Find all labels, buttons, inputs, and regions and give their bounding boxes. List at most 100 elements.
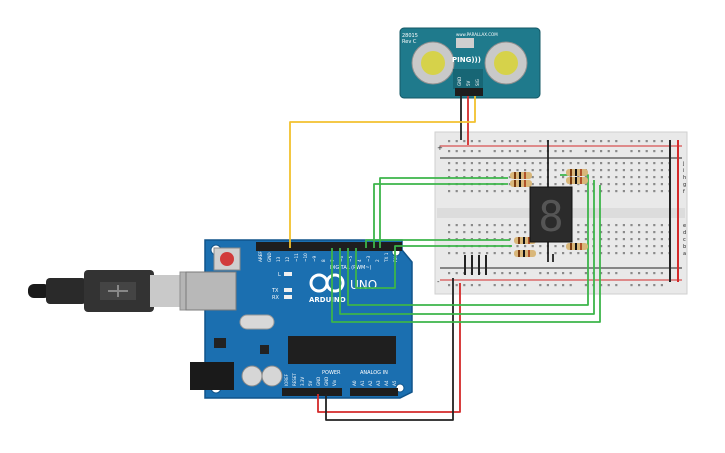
breadboard-hole[interactable] bbox=[478, 162, 481, 165]
breadboard-hole[interactable] bbox=[455, 150, 458, 153]
breadboard-hole[interactable] bbox=[607, 224, 610, 227]
breadboard-hole[interactable] bbox=[569, 272, 572, 275]
breadboard-hole[interactable] bbox=[638, 252, 641, 255]
breadboard-hole[interactable] bbox=[653, 176, 656, 179]
breadboard-hole[interactable] bbox=[463, 231, 466, 234]
breadboard-hole[interactable] bbox=[660, 176, 663, 179]
breadboard-hole[interactable] bbox=[600, 140, 603, 143]
breadboard-hole[interactable] bbox=[600, 245, 603, 248]
breadboard-hole[interactable] bbox=[638, 284, 641, 287]
breadboard-hole[interactable] bbox=[470, 224, 473, 227]
breadboard-hole[interactable] bbox=[524, 272, 527, 275]
breadboard-hole[interactable] bbox=[508, 162, 511, 165]
breadboard-hole[interactable] bbox=[554, 284, 557, 287]
breadboard-hole[interactable] bbox=[508, 183, 511, 186]
breadboard-hole[interactable] bbox=[516, 140, 519, 143]
breadboard-hole[interactable] bbox=[577, 162, 580, 165]
breadboard-hole[interactable] bbox=[516, 272, 519, 275]
breadboard-hole[interactable] bbox=[584, 231, 587, 234]
breadboard-hole[interactable] bbox=[508, 252, 511, 255]
breadboard-hole[interactable] bbox=[615, 224, 618, 227]
breadboard-hole[interactable] bbox=[448, 150, 451, 153]
breadboard-hole[interactable] bbox=[653, 150, 656, 153]
breadboard-hole[interactable] bbox=[638, 224, 641, 227]
breadboard-hole[interactable] bbox=[508, 176, 511, 179]
breadboard-hole[interactable] bbox=[470, 140, 473, 143]
breadboard-hole[interactable] bbox=[539, 272, 542, 275]
breadboard-hole[interactable] bbox=[600, 284, 603, 287]
breadboard-hole[interactable] bbox=[455, 284, 458, 287]
breadboard-hole[interactable] bbox=[577, 183, 580, 186]
breadboard-hole[interactable] bbox=[607, 150, 610, 153]
breadboard-hole[interactable] bbox=[607, 183, 610, 186]
breadboard-hole[interactable] bbox=[600, 169, 603, 172]
breadboard-hole[interactable] bbox=[531, 169, 534, 172]
breadboard-hole[interactable] bbox=[622, 245, 625, 248]
breadboard-hole[interactable] bbox=[660, 231, 663, 234]
breadboard-hole[interactable] bbox=[478, 224, 481, 227]
breadboard-hole[interactable] bbox=[501, 224, 504, 227]
breadboard-hole[interactable] bbox=[607, 190, 610, 193]
breadboard-hole[interactable] bbox=[615, 245, 618, 248]
breadboard-hole[interactable] bbox=[638, 190, 641, 193]
breadboard-hole[interactable] bbox=[630, 190, 633, 193]
breadboard-hole[interactable] bbox=[478, 231, 481, 234]
breadboard-hole[interactable] bbox=[630, 224, 633, 227]
breadboard-hole[interactable] bbox=[584, 252, 587, 255]
breadboard-hole[interactable] bbox=[531, 176, 534, 179]
breadboard-hole[interactable] bbox=[546, 272, 549, 275]
breadboard-hole[interactable] bbox=[577, 231, 580, 234]
breadboard-hole[interactable] bbox=[478, 150, 481, 153]
breadboard-hole[interactable] bbox=[645, 190, 648, 193]
breadboard-hole[interactable] bbox=[493, 224, 496, 227]
breadboard-hole[interactable] bbox=[638, 169, 641, 172]
breadboard-hole[interactable] bbox=[493, 231, 496, 234]
breadboard-hole[interactable] bbox=[524, 224, 527, 227]
breadboard-hole[interactable] bbox=[622, 224, 625, 227]
breadboard-hole[interactable] bbox=[615, 231, 618, 234]
breadboard-hole[interactable] bbox=[630, 252, 633, 255]
breadboard-hole[interactable] bbox=[448, 284, 451, 287]
breadboard-hole[interactable] bbox=[516, 284, 519, 287]
breadboard-hole[interactable] bbox=[501, 150, 504, 153]
breadboard-hole[interactable] bbox=[600, 150, 603, 153]
breadboard-hole[interactable] bbox=[645, 238, 648, 241]
breadboard-hole[interactable] bbox=[577, 252, 580, 255]
breadboard-hole[interactable] bbox=[493, 169, 496, 172]
breadboard-hole[interactable] bbox=[501, 284, 504, 287]
breadboard-hole[interactable] bbox=[638, 272, 641, 275]
breadboard-hole[interactable] bbox=[569, 284, 572, 287]
breadboard-hole[interactable] bbox=[622, 190, 625, 193]
breadboard-hole[interactable] bbox=[600, 183, 603, 186]
breadboard-hole[interactable] bbox=[615, 140, 618, 143]
breadboard-hole[interactable] bbox=[539, 252, 542, 255]
breadboard-hole[interactable] bbox=[607, 252, 610, 255]
breadboard-hole[interactable] bbox=[470, 284, 473, 287]
breadboard-hole[interactable] bbox=[478, 252, 481, 255]
breadboard-hole[interactable] bbox=[569, 183, 572, 186]
breadboard-hole[interactable] bbox=[660, 284, 663, 287]
breadboard-hole[interactable] bbox=[478, 190, 481, 193]
breadboard-hole[interactable] bbox=[493, 252, 496, 255]
breadboard-hole[interactable] bbox=[448, 190, 451, 193]
breadboard-hole[interactable] bbox=[493, 190, 496, 193]
breadboard-hole[interactable] bbox=[638, 162, 641, 165]
breadboard-hole[interactable] bbox=[584, 176, 587, 179]
breadboard-hole[interactable] bbox=[493, 150, 496, 153]
breadboard-hole[interactable] bbox=[508, 140, 511, 143]
breadboard-hole[interactable] bbox=[630, 238, 633, 241]
breadboard-hole[interactable] bbox=[524, 162, 527, 165]
breadboard-hole[interactable] bbox=[448, 140, 451, 143]
breadboard-hole[interactable] bbox=[508, 284, 511, 287]
breadboard-hole[interactable] bbox=[584, 224, 587, 227]
breadboard-hole[interactable] bbox=[653, 140, 656, 143]
breadboard-hole[interactable] bbox=[455, 252, 458, 255]
breadboard-hole[interactable] bbox=[622, 176, 625, 179]
breadboard-hole[interactable] bbox=[653, 272, 656, 275]
breadboard-hole[interactable] bbox=[554, 140, 557, 143]
breadboard-hole[interactable] bbox=[600, 252, 603, 255]
breadboard-hole[interactable] bbox=[645, 140, 648, 143]
breadboard-hole[interactable] bbox=[630, 176, 633, 179]
breadboard-hole[interactable] bbox=[615, 252, 618, 255]
breadboard-hole[interactable] bbox=[584, 150, 587, 153]
